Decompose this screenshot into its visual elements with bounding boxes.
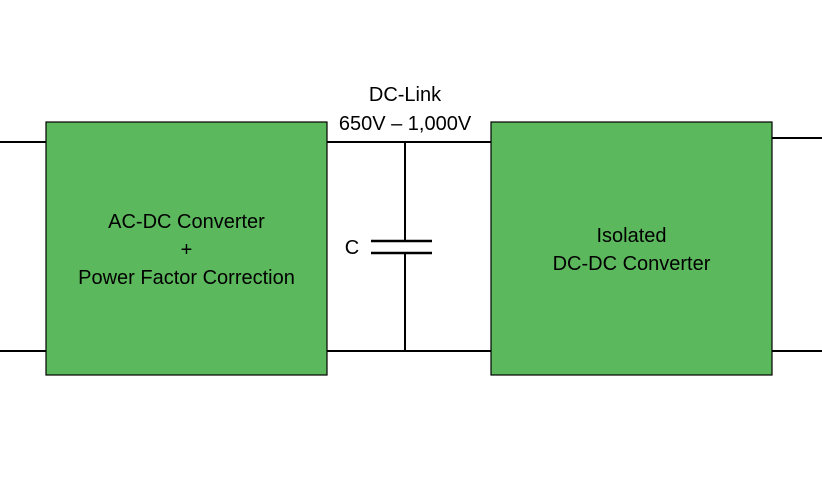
ac-dc-converter-plus: + [180, 239, 193, 261]
isolated-dc-dc-line2: DC-DC Converter [552, 253, 711, 275]
ac-dc-converter-line3: Power Factor Correction [78, 267, 295, 289]
ac-dc-converter-block [45, 121, 328, 376]
dc-link-voltage: 650V – 1,000V [338, 113, 472, 135]
isolated-dc-dc-line1: Isolated [596, 225, 667, 247]
isolated-dc-dc-converter-block [490, 121, 773, 376]
isolated-dc-dc-converter-text: Isolated DC-DC Converter [491, 220, 772, 280]
ac-dc-converter-text: AC-DC Converter + Power Factor Correctio… [46, 200, 327, 300]
dc-link-title: DC-Link [368, 84, 442, 106]
capacitor-label: C [344, 237, 360, 259]
ac-dc-converter-line1: AC-DC Converter [108, 211, 265, 233]
